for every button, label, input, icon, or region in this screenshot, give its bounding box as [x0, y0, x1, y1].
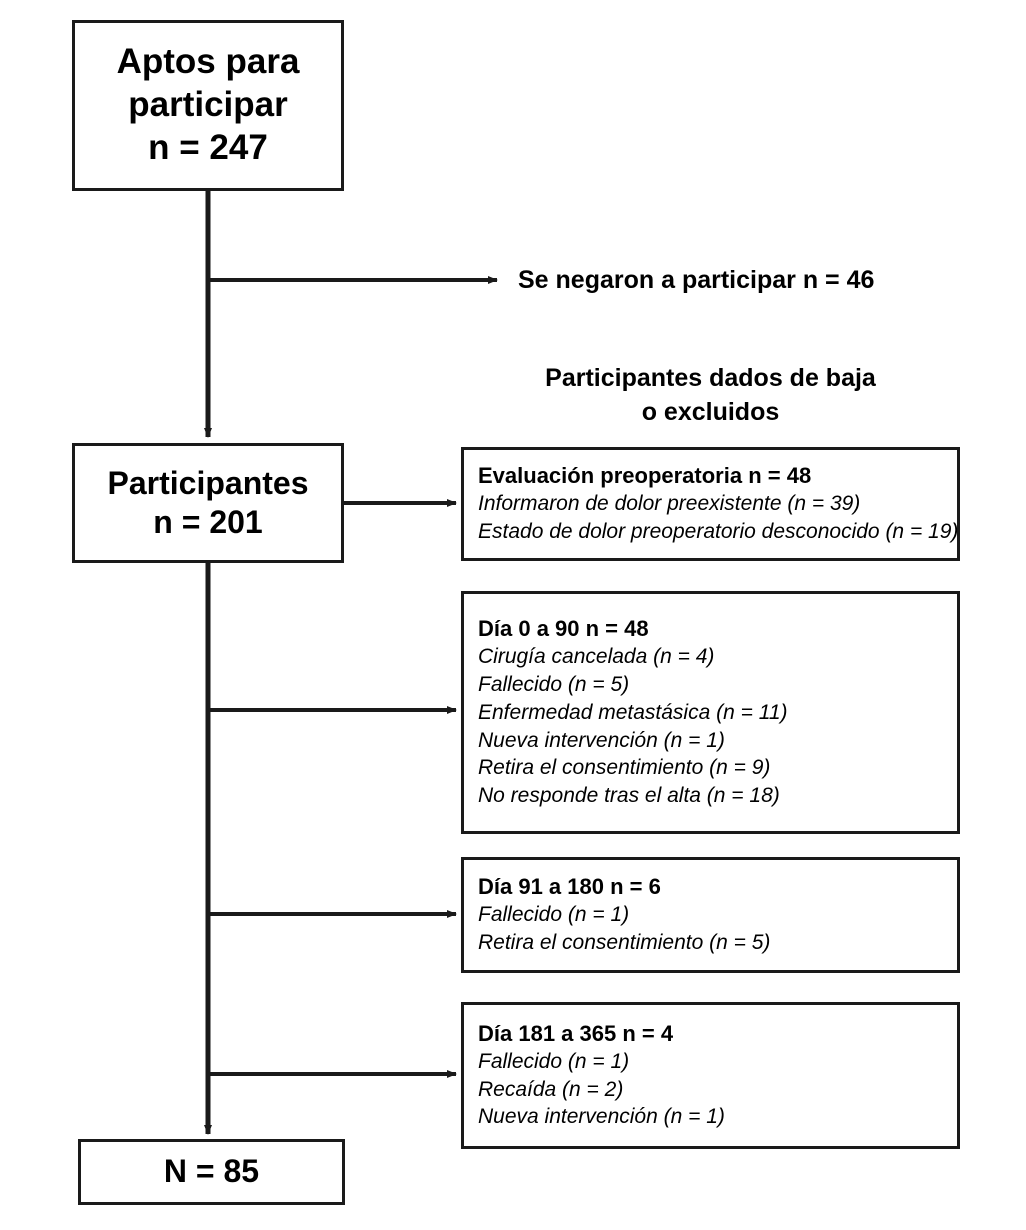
exclusion-box-item: Estado de dolor preoperatorio desconocid…	[478, 520, 959, 544]
node-participants: Participantes n = 201	[72, 443, 344, 563]
exclusion-box-item: Nueva intervención (n = 1)	[478, 728, 725, 752]
exclusion-box-title: Día 181 a 365 n = 4	[478, 1020, 674, 1046]
exclusion-box-day-181-365: Día 181 a 365 n = 4 Fallecido (n = 1) Re…	[461, 1002, 960, 1149]
exclusion-box-item: No responde tras el alta (n = 18)	[478, 784, 780, 808]
exclusion-box-preoperative: Evaluación preoperatoria n = 48 Informar…	[461, 447, 960, 561]
exclusion-box-title: Día 91 a 180 n = 6	[478, 874, 661, 900]
exclusion-box-item: Nueva intervención (n = 1)	[478, 1105, 725, 1129]
node-eligible: Aptos para participar n = 247	[72, 20, 344, 191]
exclusions-header-line-2: o excluidos	[641, 397, 780, 426]
label-refused: Se negaron a participar n = 46	[518, 266, 875, 294]
node-participants-line-1: Participantes	[107, 464, 309, 501]
exclusion-box-item: Enfermedad metastásica (n = 11)	[478, 700, 788, 724]
node-eligible-line-3: n = 247	[148, 127, 268, 167]
exclusion-box-day-91-180: Día 91 a 180 n = 6 Fallecido (n = 1) Ret…	[461, 857, 960, 973]
exclusion-box-item: Cirugía cancelada (n = 4)	[478, 645, 715, 669]
exclusion-box-item: Recaída (n = 2)	[478, 1077, 624, 1101]
exclusion-box-title: Evaluación preoperatoria n = 48	[478, 463, 812, 489]
exclusion-box-day-0-90: Día 0 a 90 n = 48 Cirugía cancelada (n =…	[461, 591, 960, 834]
exclusions-header: Participantes dados de baja o excluidos	[461, 362, 960, 429]
exclusion-box-item: Fallecido (n = 1)	[478, 1050, 630, 1073]
node-participants-line-2: n = 201	[153, 504, 263, 540]
exclusion-box-item: Retira el consentimiento (n = 5)	[478, 931, 771, 955]
exclusion-box-item: Informaron de dolor preexistente (n = 39…	[478, 492, 861, 516]
node-final-sample: N = 85	[78, 1139, 345, 1205]
exclusion-box-item: Fallecido (n = 5)	[478, 673, 630, 697]
exclusion-box-item: Retira el consentimiento (n = 9)	[478, 756, 771, 780]
node-eligible-line-2: participar	[128, 85, 288, 125]
exclusions-header-line-1: Participantes dados de baja	[545, 364, 876, 392]
node-eligible-line-1: Aptos para	[116, 42, 300, 82]
exclusion-box-title: Día 0 a 90 n = 48	[478, 616, 649, 642]
exclusion-box-item: Fallecido (n = 1)	[478, 903, 630, 927]
node-final-line-1: N = 85	[163, 1153, 260, 1190]
